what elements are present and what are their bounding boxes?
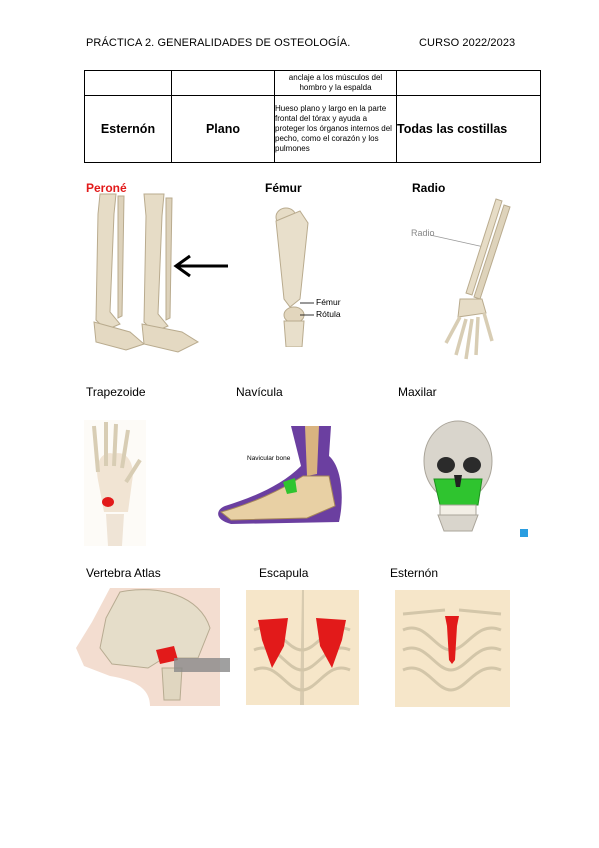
table-row: Esternón Plano Hueso plano y largo en la… [84, 95, 541, 163]
table-cell-articulates: Todas las costillas [396, 95, 541, 163]
table-cell-bone: Esternón [84, 95, 172, 163]
trapezoide-image [84, 420, 146, 546]
label-radio: Radio [412, 181, 446, 195]
label-perone: Peroné [86, 181, 127, 195]
label-trapezoide: Trapezoide [86, 385, 146, 399]
label-esternon: Esternón [390, 566, 439, 580]
bone-table: anclaje a los músculos del hombro y la e… [84, 70, 541, 163]
label-atlas: Vertebra Atlas [86, 566, 161, 580]
table-row: anclaje a los músculos del hombro y la e… [84, 70, 541, 96]
table-cell [396, 70, 541, 96]
radio-image [402, 195, 512, 363]
esternon-image [395, 590, 510, 707]
table-cell [171, 70, 275, 96]
label-escapula: Escapula [259, 566, 309, 580]
header-course: CURSO 2022/2023 [419, 37, 516, 49]
label-navicula: Navícula [236, 385, 283, 399]
table-cell [84, 70, 172, 96]
atlas-image [70, 588, 236, 706]
perone-image [86, 192, 236, 358]
table-cell-description: Hueso plano y largo en la parte frontal … [274, 95, 397, 163]
table-cell-type: Plano [171, 95, 275, 163]
escapula-image [246, 590, 359, 705]
femur-image [270, 203, 360, 347]
callout-radio: Radio [411, 228, 435, 238]
label-femur: Fémur [265, 181, 302, 195]
table-cell-description: anclaje a los músculos del hombro y la e… [274, 70, 397, 96]
callout-femur: Fémur [316, 297, 341, 307]
callout-rotula: Rótula [316, 309, 341, 319]
callout-navicular: Navicular bone [247, 455, 291, 462]
maxilar-image [400, 413, 528, 539]
header-title: PRÁCTICA 2. GENERALIDADES DE OSTEOLOGÍA. [86, 37, 351, 49]
label-maxilar: Maxilar [398, 385, 437, 399]
navicula-image [211, 426, 348, 526]
